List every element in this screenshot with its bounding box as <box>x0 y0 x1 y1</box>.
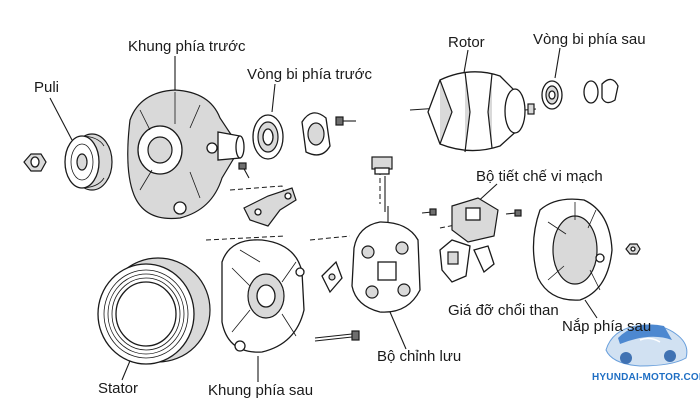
rear-cover-nut <box>625 243 641 255</box>
stator <box>97 257 211 365</box>
bearing-cover <box>583 78 619 104</box>
label-nap-phia-sau: Nắp phía sau <box>562 318 652 335</box>
assembly-guides <box>205 170 461 241</box>
bearing-retainer-plate <box>301 112 331 156</box>
brush-holder <box>439 239 495 283</box>
label-puli: Puli <box>34 79 60 96</box>
front-frame <box>127 89 245 220</box>
rotor <box>409 71 537 153</box>
rectifier <box>351 156 421 313</box>
retainer-screw <box>335 116 356 126</box>
front-bearing <box>252 114 284 160</box>
pulley <box>64 133 113 191</box>
label-khung-phia-sau: Khung phía sau <box>208 382 314 399</box>
rear-cover <box>532 198 613 301</box>
label-vong-bi-phia-sau: Vòng bi phía sau <box>533 31 646 48</box>
pulley-nut <box>23 153 47 172</box>
ic-regulator <box>421 197 522 243</box>
rear-bearing <box>541 80 563 110</box>
through-bolt <box>314 330 360 342</box>
label-bo-tiet-che-vi-mach: Bộ tiết chế vi mạch <box>476 168 603 185</box>
brace-bracket <box>243 187 297 227</box>
label-stator: Stator <box>98 380 139 397</box>
label-gia-do-choi-than: Giá đỡ chổi than <box>448 302 559 319</box>
terminal-insulator <box>321 260 343 294</box>
label-vong-bi-phia-truoc: Vòng bi phía trước <box>247 66 372 83</box>
label-bo-chinh-luu: Bộ chỉnh lưu <box>377 348 462 365</box>
label-rotor: Rotor <box>448 34 485 51</box>
watermark-logo <box>605 324 688 367</box>
label-khung-phia-truoc: Khung phía trước <box>128 38 246 55</box>
rear-frame <box>221 239 305 353</box>
frame-bolt <box>238 162 250 179</box>
watermark-text: HYUNDAI-MOTOR.COM.VN <box>592 372 700 383</box>
